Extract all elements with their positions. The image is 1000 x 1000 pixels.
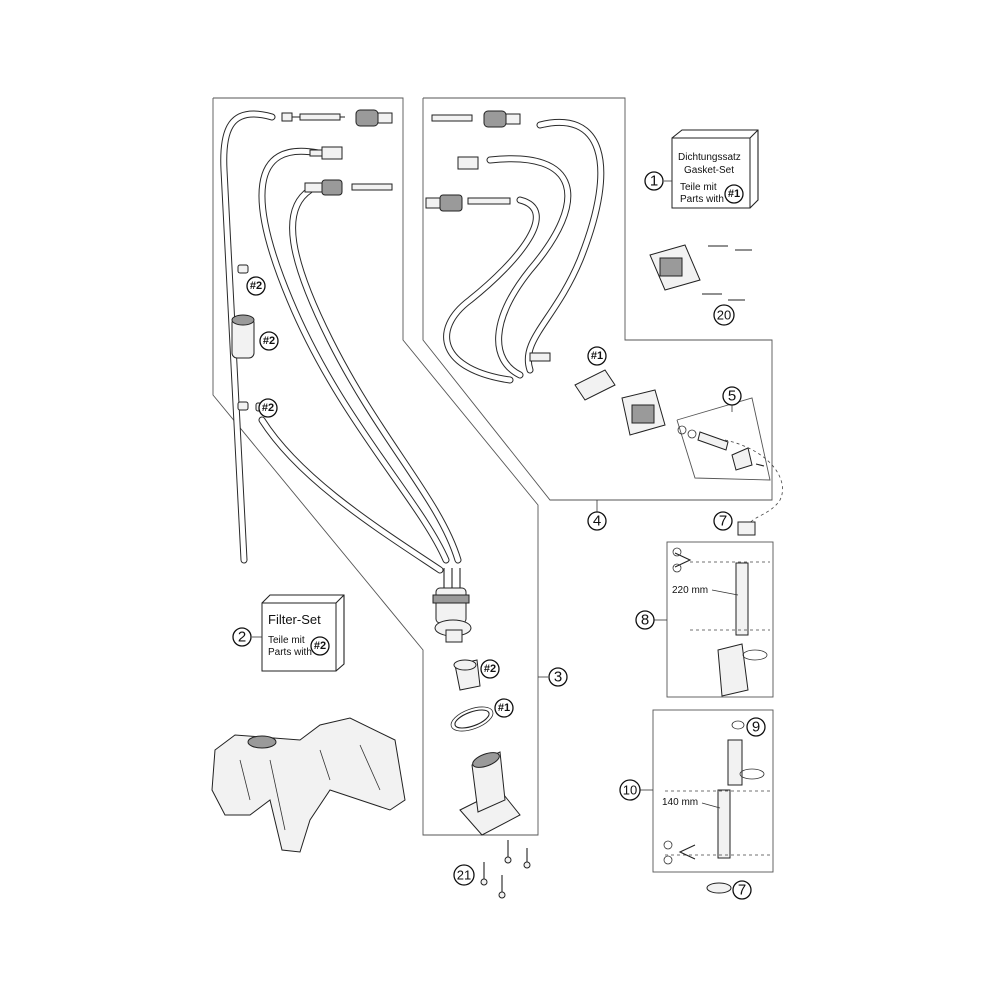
hose-10-length: 140 mm bbox=[662, 797, 698, 808]
group-3-hoses bbox=[220, 110, 462, 574]
gasket-set-box: Dichtungssatz Gasket-Set Teile mit Parts… bbox=[671, 129, 759, 209]
filter-set-title: Filter-Set bbox=[268, 612, 321, 627]
callout-7-top: 7 bbox=[713, 511, 733, 531]
hose-kit-10 bbox=[663, 720, 770, 894]
gasket-set-line-1: Dichtungssatz bbox=[678, 152, 741, 163]
callout-1: 1 bbox=[644, 171, 672, 191]
valve-part-20 bbox=[649, 244, 752, 301]
ref-2-clip-top: #2 bbox=[246, 276, 266, 296]
screws-21 bbox=[480, 840, 531, 899]
group-4-frame bbox=[422, 97, 773, 501]
pump-lower-parts bbox=[450, 659, 521, 836]
svg-text:1: 1 bbox=[650, 173, 658, 190]
svg-text:#2: #2 bbox=[263, 335, 275, 347]
callout-3: 3 bbox=[548, 667, 568, 687]
svg-text:3: 3 bbox=[554, 669, 562, 686]
callout-5: 5 bbox=[722, 386, 742, 412]
gasket-set-line-4: Parts with bbox=[680, 194, 724, 205]
ref-2-filter: #2 bbox=[259, 331, 279, 351]
ref-2-filter-box: #2 bbox=[310, 636, 330, 656]
callout-9: 9 bbox=[746, 717, 766, 737]
group-3-frame bbox=[212, 97, 539, 836]
group-5-frame bbox=[676, 397, 771, 481]
fuel-pump bbox=[432, 568, 472, 643]
callout-21: 21 bbox=[453, 864, 475, 886]
ref-1-valve-gasket: #1 bbox=[587, 346, 607, 366]
ref-2-pump-part: #2 bbox=[480, 659, 500, 679]
group-4-hoses bbox=[443, 118, 605, 384]
svg-text:2: 2 bbox=[238, 629, 246, 646]
filter-set-line-1: Teile mit bbox=[268, 635, 305, 646]
svg-text:20: 20 bbox=[717, 308, 731, 323]
hose-8-length: 220 mm bbox=[672, 585, 708, 596]
valve-assembly bbox=[574, 369, 666, 436]
callout-2: 2 bbox=[232, 627, 262, 647]
svg-text:#2: #2 bbox=[484, 663, 496, 675]
callout-7-bottom: 7 bbox=[732, 880, 752, 900]
svg-text:#2: #2 bbox=[262, 402, 274, 414]
ref-1-pump-seal: #1 bbox=[494, 698, 514, 718]
fuel-tank bbox=[211, 717, 406, 853]
ref-2-clip-bottom: #2 bbox=[258, 398, 278, 418]
gasket-set-line-3: Teile mit bbox=[680, 182, 717, 193]
svg-text:#2: #2 bbox=[314, 640, 326, 652]
svg-text:10: 10 bbox=[623, 783, 637, 798]
gasket-set-line-2: Gasket-Set bbox=[684, 165, 734, 176]
callout-8: 8 bbox=[635, 610, 667, 630]
svg-text:4: 4 bbox=[593, 513, 601, 530]
svg-text:#2: #2 bbox=[250, 280, 262, 292]
ref-1-gasket-box: #1 bbox=[724, 184, 744, 204]
svg-text:7: 7 bbox=[738, 882, 746, 899]
svg-text:#1: #1 bbox=[498, 702, 510, 714]
group-3-connectors bbox=[281, 109, 393, 196]
svg-text:21: 21 bbox=[457, 868, 471, 883]
svg-text:5: 5 bbox=[728, 388, 736, 405]
group-10-frame bbox=[652, 709, 774, 873]
svg-text:#1: #1 bbox=[728, 188, 740, 200]
callout-4: 4 bbox=[587, 511, 607, 531]
hose-kit-8 bbox=[672, 521, 770, 697]
group-5-parts bbox=[677, 425, 765, 471]
callout-10: 10 bbox=[619, 779, 653, 801]
group-4-connectors bbox=[425, 110, 551, 362]
svg-text:7: 7 bbox=[719, 513, 727, 530]
filter-set-line-2: Parts with bbox=[268, 647, 312, 658]
svg-text:9: 9 bbox=[752, 719, 760, 736]
svg-text:#1: #1 bbox=[591, 350, 603, 362]
group-8-frame bbox=[666, 541, 774, 698]
filter-set-box: Filter-Set Teile mit Parts with bbox=[261, 594, 345, 672]
svg-text:8: 8 bbox=[641, 612, 649, 629]
callout-20: 20 bbox=[713, 304, 735, 326]
